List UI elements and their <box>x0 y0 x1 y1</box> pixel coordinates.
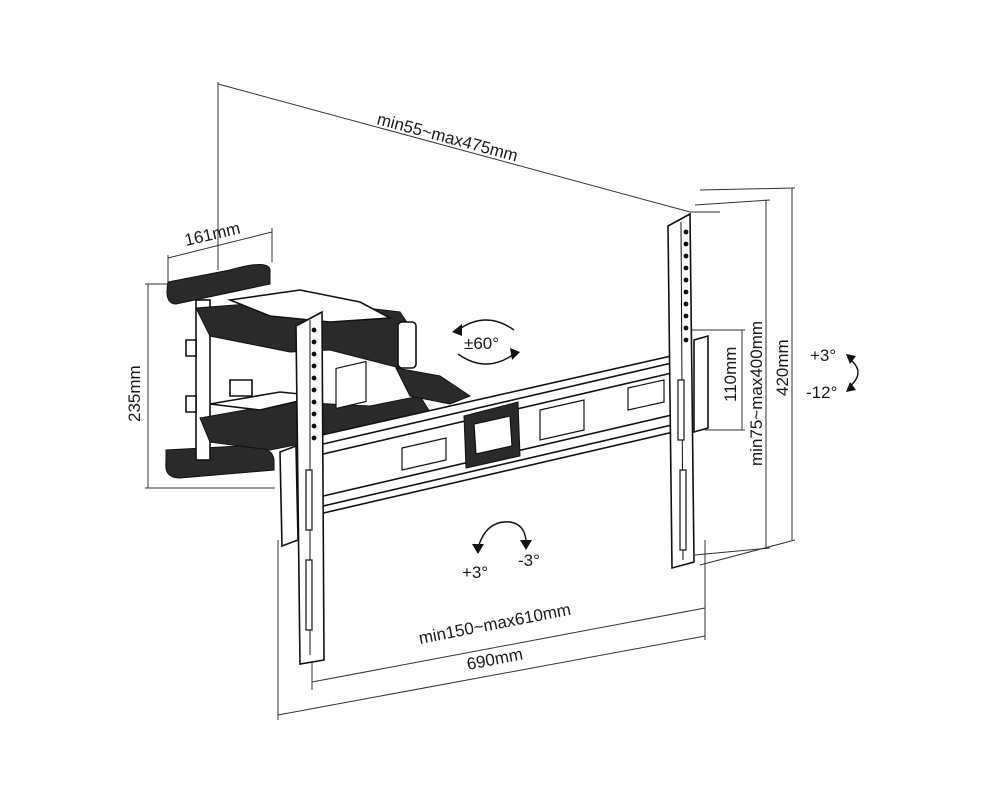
tilt-arrow-icon <box>846 354 859 392</box>
tilt-down-label: -12° <box>806 383 837 402</box>
vesa-vertical-label: min75~max400mm <box>747 321 766 466</box>
bracket-width-label: 690mm <box>465 644 524 673</box>
bracket-height-label: 420mm <box>773 339 792 396</box>
wall-plate-width-label: 161mm <box>183 219 243 250</box>
level-minus-label: -3° <box>518 551 540 570</box>
vertical-bracket-right <box>667 212 709 570</box>
swivel-label: ±60° <box>464 334 499 353</box>
wall-plate-height-label: 235mm <box>125 365 144 422</box>
level-plus-label: +3° <box>462 563 488 582</box>
dimension-lines <box>145 82 796 720</box>
depth-label: min55~max475mm <box>375 110 520 166</box>
tilt-up-label: +3° <box>810 346 836 365</box>
horizontal-rail <box>299 353 683 520</box>
vertical-bracket-left <box>279 310 325 665</box>
vesa-horizontal-label: min150~max610mm <box>417 600 572 648</box>
level-rotation-arrow-icon <box>472 521 532 554</box>
swivel-arrow-icon <box>452 319 520 365</box>
vesa-vertical-min-label: 110mm <box>721 347 740 402</box>
